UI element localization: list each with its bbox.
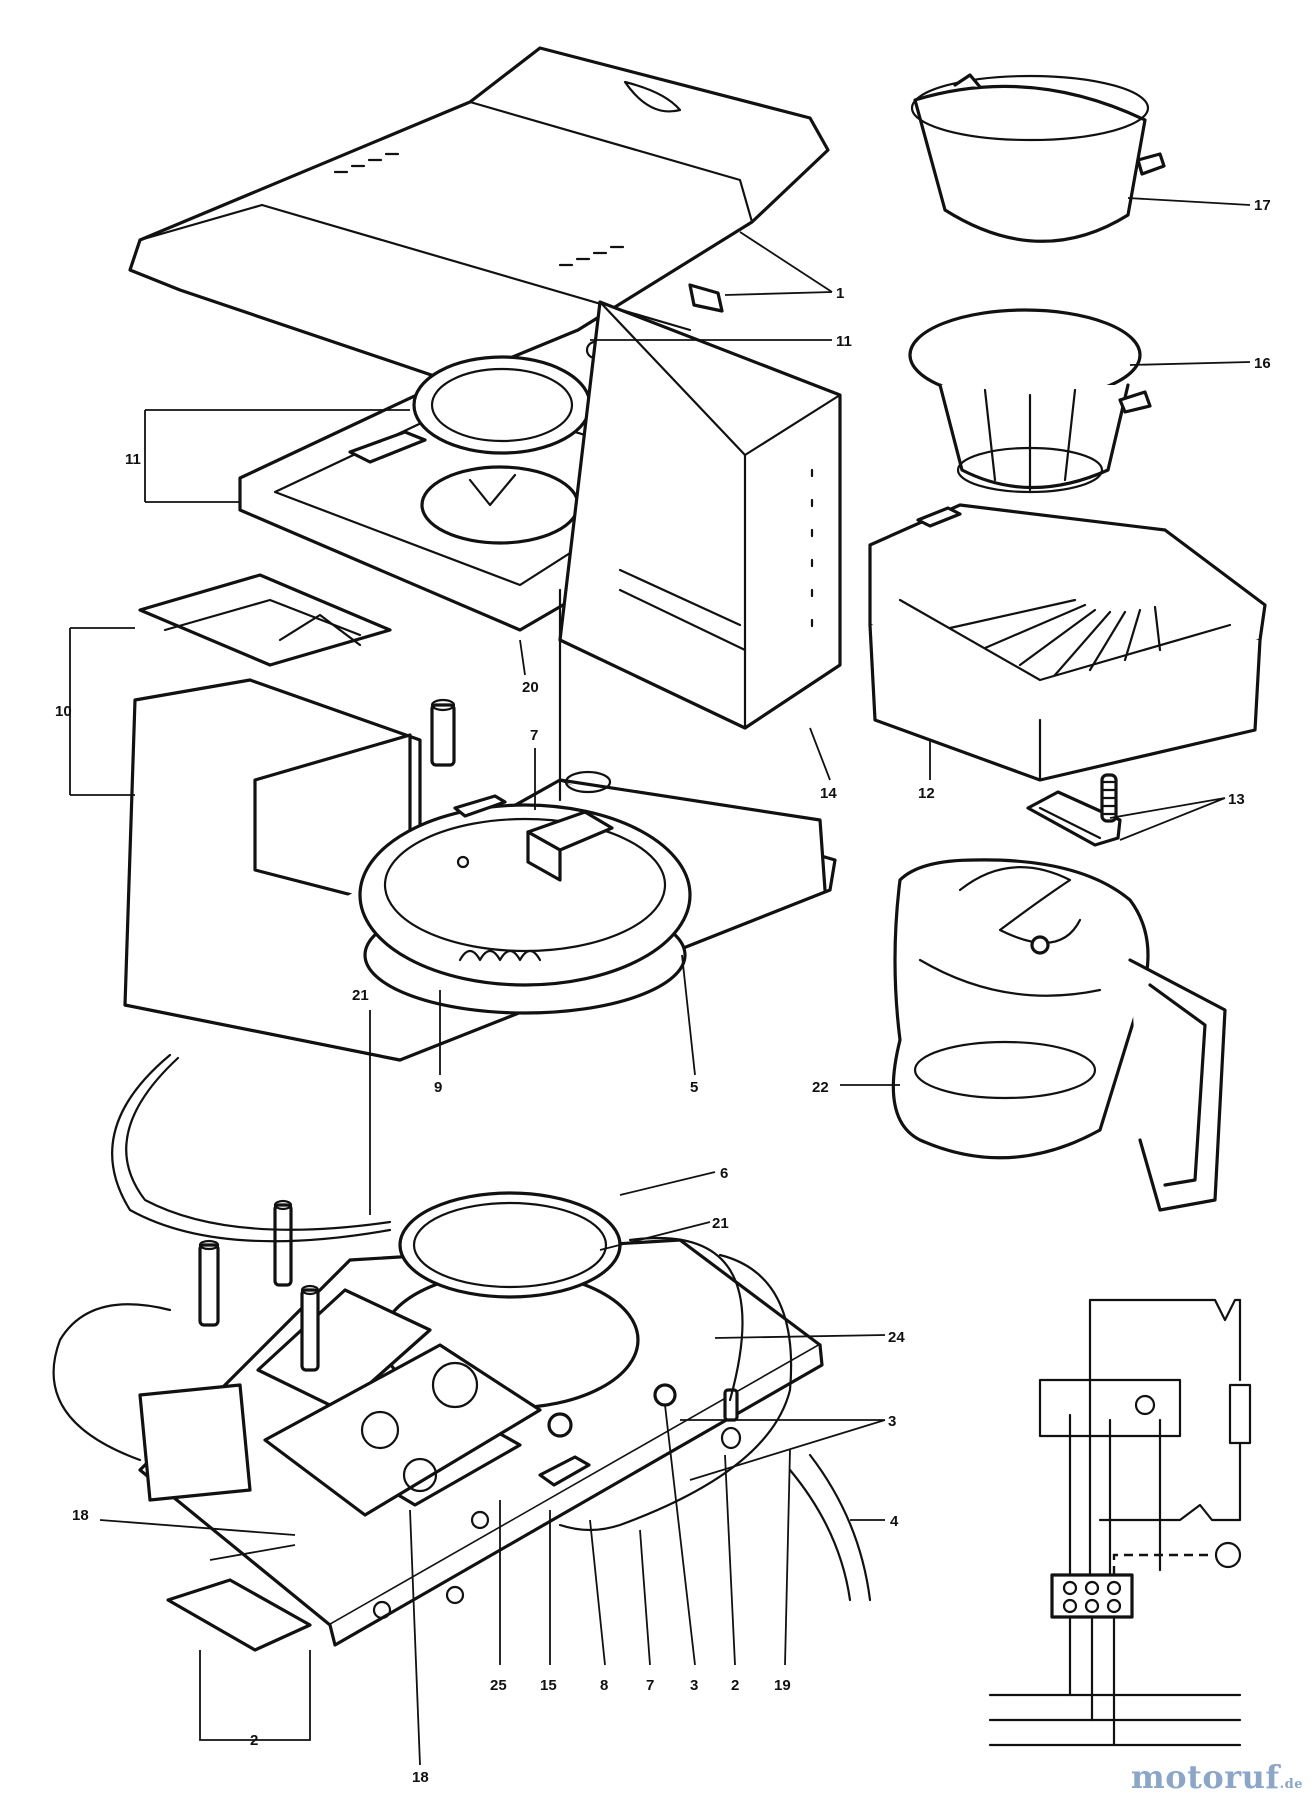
terminal-posts [198,1199,320,1372]
callout-21: 21 [352,987,369,1004]
callout-15: 15 [540,1677,557,1694]
base-plate-part [138,1191,824,1652]
callout-12: 12 [918,785,935,802]
callout-18: 18 [72,1507,89,1524]
wiring-schematic [988,1298,1252,1747]
callout-6: 6 [720,1165,728,1182]
filter-basket-part [868,503,1267,782]
callout-24: 24 [888,1329,905,1346]
bowl-part [910,73,1166,243]
callout-2: 2 [731,1677,739,1694]
callout-3: 3 [888,1413,896,1430]
watermark-suffix: .de [1279,1777,1303,1792]
callout-7: 7 [530,727,538,744]
watermark-brand: motoruf [1130,1758,1280,1796]
callout-25: 25 [490,1677,507,1694]
cable-lines [52,1053,872,1602]
callout-5: 5 [690,1079,698,1096]
callout-16: 16 [1254,355,1271,372]
drip-stop-part [1026,773,1122,847]
callout-4: 4 [890,1513,899,1530]
callout-17: 17 [1254,197,1271,214]
leader-lines [69,197,1251,1766]
carafe-part [891,858,1227,1212]
callout-9: 9 [434,1079,442,1096]
callout-3: 3 [690,1677,698,1694]
callout-1: 1 [836,285,844,302]
callout-2: 2 [250,1732,258,1749]
water-tank-part [558,300,842,730]
lid-part [128,46,830,384]
lid-vent-slots [333,152,625,267]
callout-labels: 1 11 11 17 16 10 7 20 14 12 13 9 5 22 21… [55,197,1271,1786]
switch-part [453,794,614,882]
callout-14: 14 [820,785,837,802]
callout-22: 22 [812,1079,829,1096]
filter-insert-part [908,308,1152,494]
callout-18: 18 [412,1769,429,1786]
callout-20: 20 [522,679,539,696]
callout-10: 10 [55,703,72,720]
callout-19: 19 [774,1677,791,1694]
callout-11: 11 [836,333,852,350]
callout-8: 8 [600,1677,608,1694]
callout-11: 11 [125,451,141,468]
callout-13: 13 [1228,791,1245,808]
callout-7: 7 [646,1677,654,1694]
heating-plate-part [358,803,692,1015]
site-watermark: motoruf.de [1131,1758,1303,1796]
callout-21: 21 [712,1215,729,1232]
